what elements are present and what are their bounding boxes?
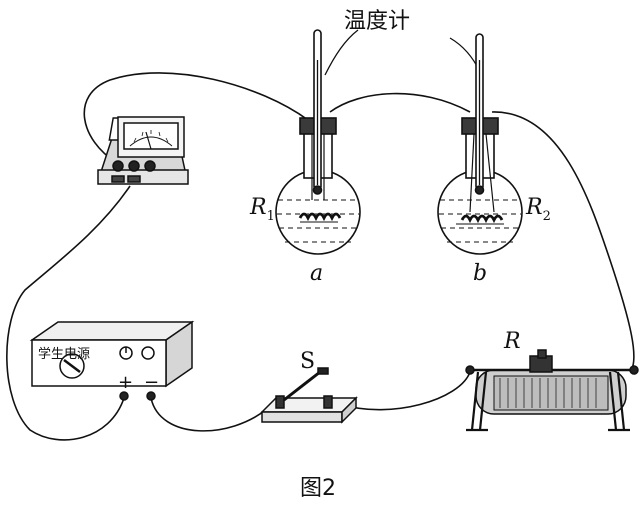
flask-a — [275, 29, 361, 255]
flask-a-label: a — [310, 261, 323, 286]
minus-label: − — [144, 372, 159, 393]
power-supply-label: 学生电源 — [38, 346, 90, 362]
ammeter — [97, 116, 189, 185]
wire-flask-b-to-rheostat — [491, 111, 635, 373]
wire-ammeter-to-flask-a — [83, 72, 309, 164]
rheostat-label: R — [503, 329, 521, 354]
r1-label: R1 — [249, 195, 275, 224]
wire-supply-to-switch — [150, 397, 269, 432]
power-supply — [29, 320, 195, 401]
wires — [6, 29, 635, 441]
r2-label: R2 — [525, 195, 551, 224]
plus-label: + — [118, 372, 133, 393]
wire-ammeter-to-supply — [6, 185, 131, 441]
flask-b — [437, 33, 523, 255]
figure-caption: 图2 — [300, 476, 336, 501]
switch — [260, 367, 358, 424]
rheostat — [465, 349, 639, 432]
thermometer-label: 温度计 — [344, 9, 410, 34]
flask-b-label: b — [473, 261, 487, 286]
thermometer-leader-left — [324, 29, 359, 76]
switch-label: S — [300, 349, 315, 374]
wire-flask-a-to-flask-b — [329, 92, 471, 113]
wire-switch-to-rheostat — [339, 371, 471, 411]
